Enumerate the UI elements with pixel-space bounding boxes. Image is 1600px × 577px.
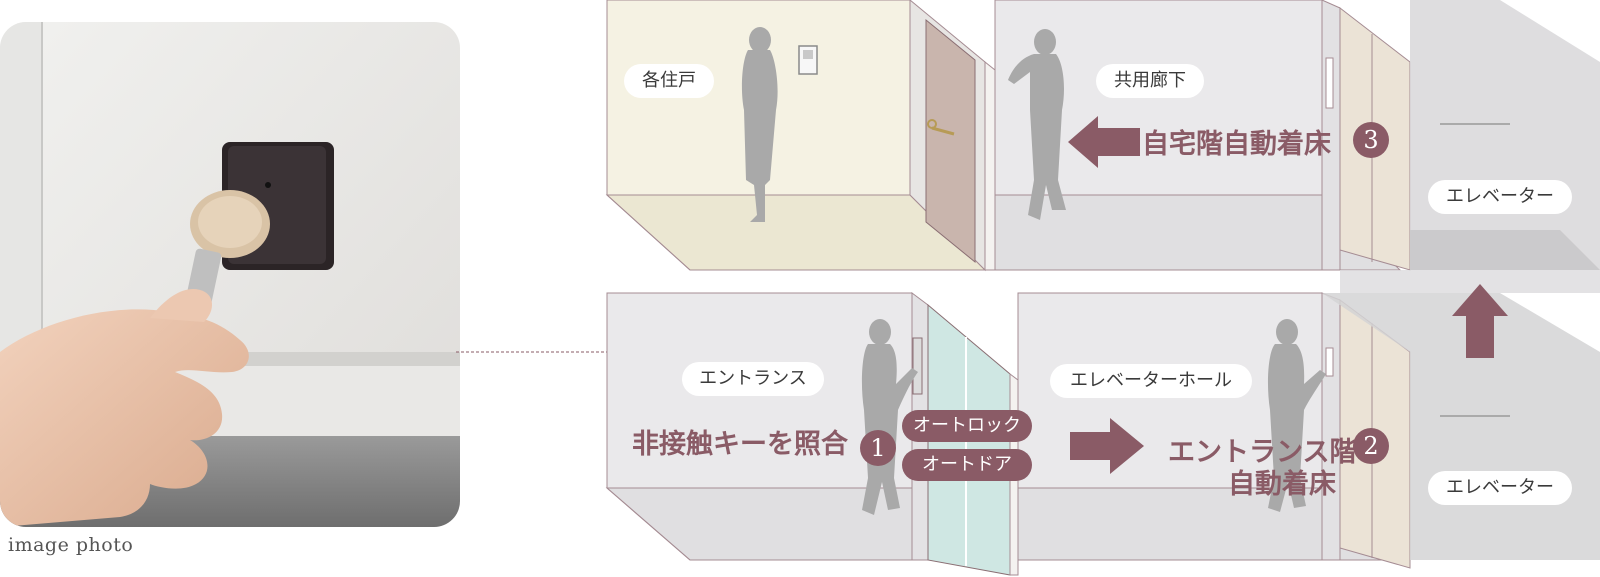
step1-text: 非接触キーを照合 — [632, 429, 848, 460]
step3-text: 自宅階自動着床 — [1142, 129, 1331, 160]
figure-resident — [741, 27, 778, 222]
step1-number: 1 — [860, 430, 896, 466]
autodoor-badge: オートドア — [902, 449, 1032, 481]
key-reader-photo — [0, 22, 460, 527]
step2-number: 2 — [1353, 428, 1389, 464]
step2-text-line2: 自動着床 — [1228, 469, 1336, 500]
photo-illustration — [0, 22, 460, 527]
elevator-shaft-top — [1410, 0, 1600, 270]
step2-text-line1: エントランス階 — [1168, 437, 1357, 468]
figure-entrance — [861, 319, 918, 515]
label-unit: 各住戸 — [624, 64, 714, 98]
unit-door — [925, 18, 976, 264]
photo-caption: image photo — [8, 534, 134, 556]
figure-elevator-hall — [1267, 319, 1326, 512]
label-elevator-bottom: エレベーター — [1428, 471, 1572, 505]
step3-number: 3 — [1353, 122, 1389, 158]
label-elevator-hall: エレベーターホール — [1050, 364, 1252, 398]
autolock-badge: オートロック — [902, 410, 1032, 442]
arrow-to-home — [1068, 116, 1140, 168]
arrow-up — [1452, 284, 1508, 358]
label-entrance: エントランス — [682, 362, 824, 396]
label-elevator-top: エレベーター — [1428, 180, 1572, 214]
hand — [0, 309, 249, 527]
label-corridor: 共用廊下 — [1096, 64, 1204, 98]
figure-corridor — [1008, 29, 1066, 220]
arrow-to-elevator — [1070, 418, 1144, 474]
